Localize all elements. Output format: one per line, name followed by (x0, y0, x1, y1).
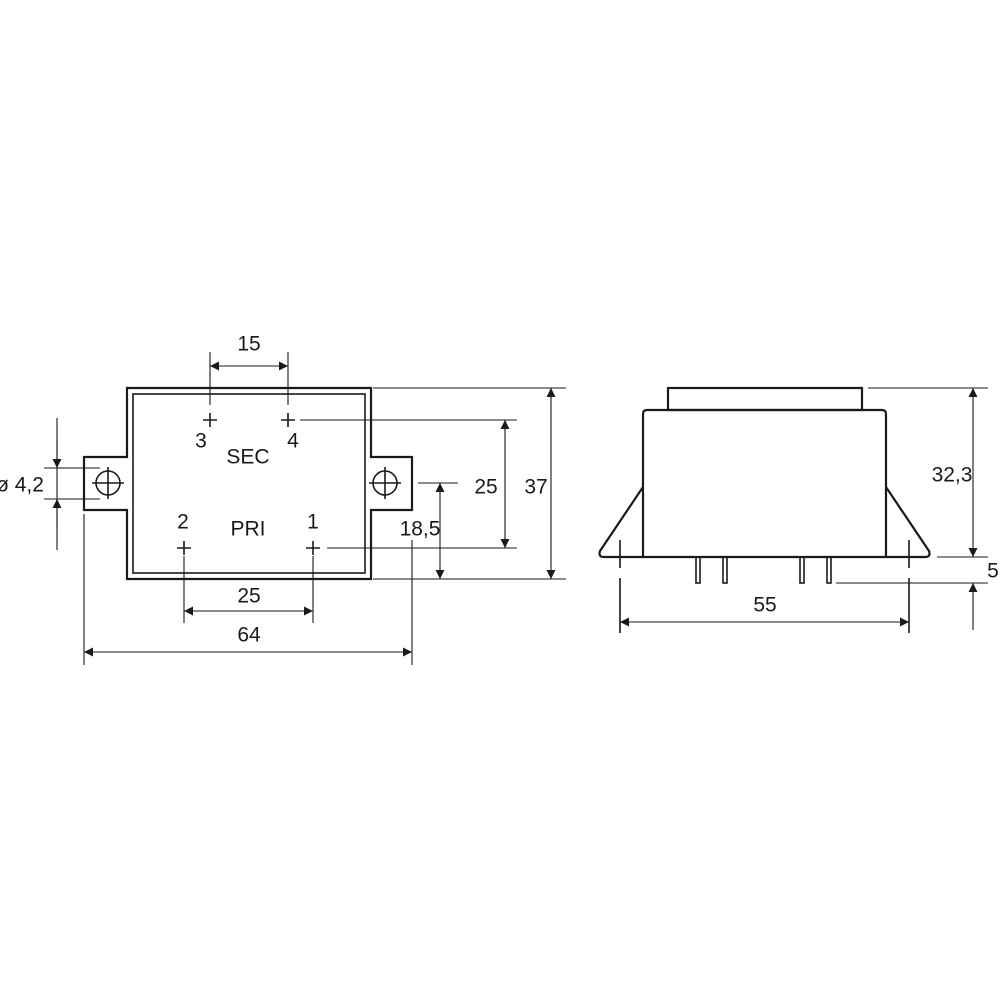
dim-mount-spacing: 55 (753, 594, 776, 617)
mount-center-marks (619, 540, 910, 633)
pin (826, 556, 832, 584)
body (641, 408, 888, 557)
pins (695, 556, 832, 584)
pin-label-1: 1 (307, 511, 319, 534)
extension-lines-overall-length (83, 514, 413, 665)
dim-body-height: 37 (524, 476, 547, 499)
pin-label-3: 3 (195, 430, 207, 453)
dim-height: 32,3 (932, 464, 973, 487)
dim-sec-pin-spacing: 15 (237, 333, 260, 356)
dim-overall-length: 64 (237, 624, 261, 647)
mounting-hole-left (92, 467, 124, 499)
extension-lines-body-height (373, 387, 566, 580)
pin-label-4: 4 (287, 430, 299, 453)
dim-pin-row-spacing: 25 (474, 476, 497, 499)
dim-pri-pin-spacing: 25 (237, 585, 260, 608)
pin (799, 556, 805, 584)
pin (722, 556, 728, 584)
flange-right (885, 486, 931, 559)
mounting-hole-right (369, 467, 401, 499)
flange-left (598, 486, 644, 559)
dim-hole-diameter: ø 4,2 (0, 474, 44, 497)
housing-inner-edge (132, 393, 366, 574)
dim-pin-length: 5 (987, 560, 999, 583)
dim-hole-offset: 18,5 (400, 518, 441, 541)
primary-label: PRI (230, 518, 265, 541)
pin-label-2: 2 (177, 511, 189, 534)
pin-markers (177, 413, 320, 555)
top-view: 3 4 2 1 SEC PRI 15 25 64 25 37 18,5 ø 4,… (0, 333, 566, 665)
secondary-label: SEC (226, 446, 269, 469)
side-view: 55 32,3 5 (598, 386, 999, 633)
housing-outline (82, 386, 414, 581)
extension-lines-hole-diameter (44, 418, 100, 550)
pin (695, 556, 701, 584)
extension-lines-pin-row-spacing (300, 419, 517, 549)
extension-lines-height (836, 387, 988, 584)
top-cap (666, 386, 864, 412)
extension-lines-sec-pin-spacing (209, 352, 289, 405)
